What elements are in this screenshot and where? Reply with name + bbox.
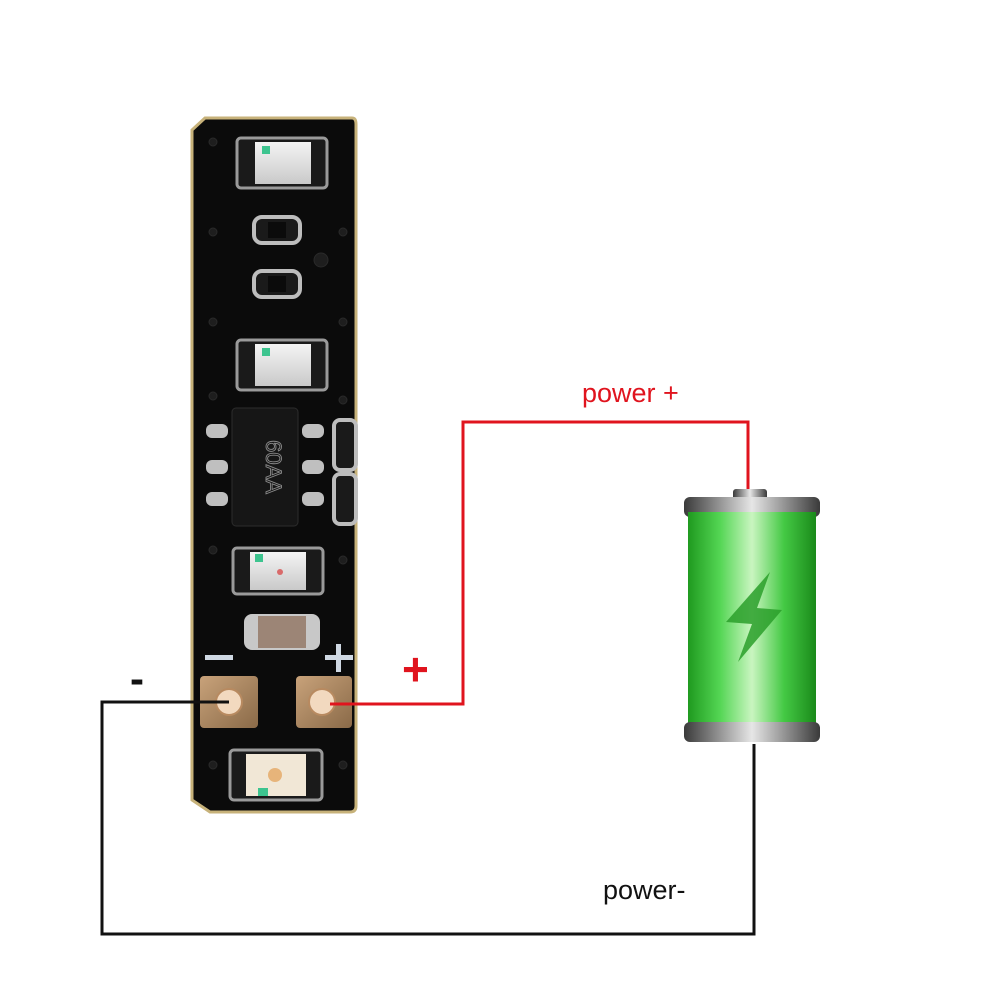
pcb-board: 60AA bbox=[190, 116, 358, 814]
silkscreen-minus bbox=[205, 655, 233, 660]
power-minus-label: power- bbox=[603, 875, 686, 905]
lightning-bolt-icon bbox=[726, 572, 782, 662]
smd-led bbox=[235, 338, 329, 392]
smd-resistor bbox=[252, 215, 302, 245]
smd-led bbox=[228, 748, 324, 802]
smd-resistor bbox=[252, 269, 302, 299]
negative-wire bbox=[100, 700, 756, 936]
chip-marking: 60AA bbox=[261, 440, 286, 494]
negative-terminal-label: - bbox=[130, 655, 144, 702]
ic-chip: 60AA bbox=[206, 407, 324, 527]
smd-led bbox=[235, 136, 329, 190]
power-plus-label: power + bbox=[582, 378, 679, 408]
smd-led bbox=[231, 546, 325, 596]
silkscreen-plus bbox=[325, 644, 353, 672]
ceramic-capacitor bbox=[244, 614, 320, 650]
smd-capacitor bbox=[332, 418, 358, 472]
positive-terminal-label: + bbox=[402, 643, 429, 695]
positive-pad bbox=[296, 676, 352, 728]
battery-icon bbox=[684, 489, 820, 742]
smd-capacitor bbox=[332, 472, 358, 526]
via-holes bbox=[208, 137, 348, 770]
positive-wire bbox=[330, 420, 750, 706]
